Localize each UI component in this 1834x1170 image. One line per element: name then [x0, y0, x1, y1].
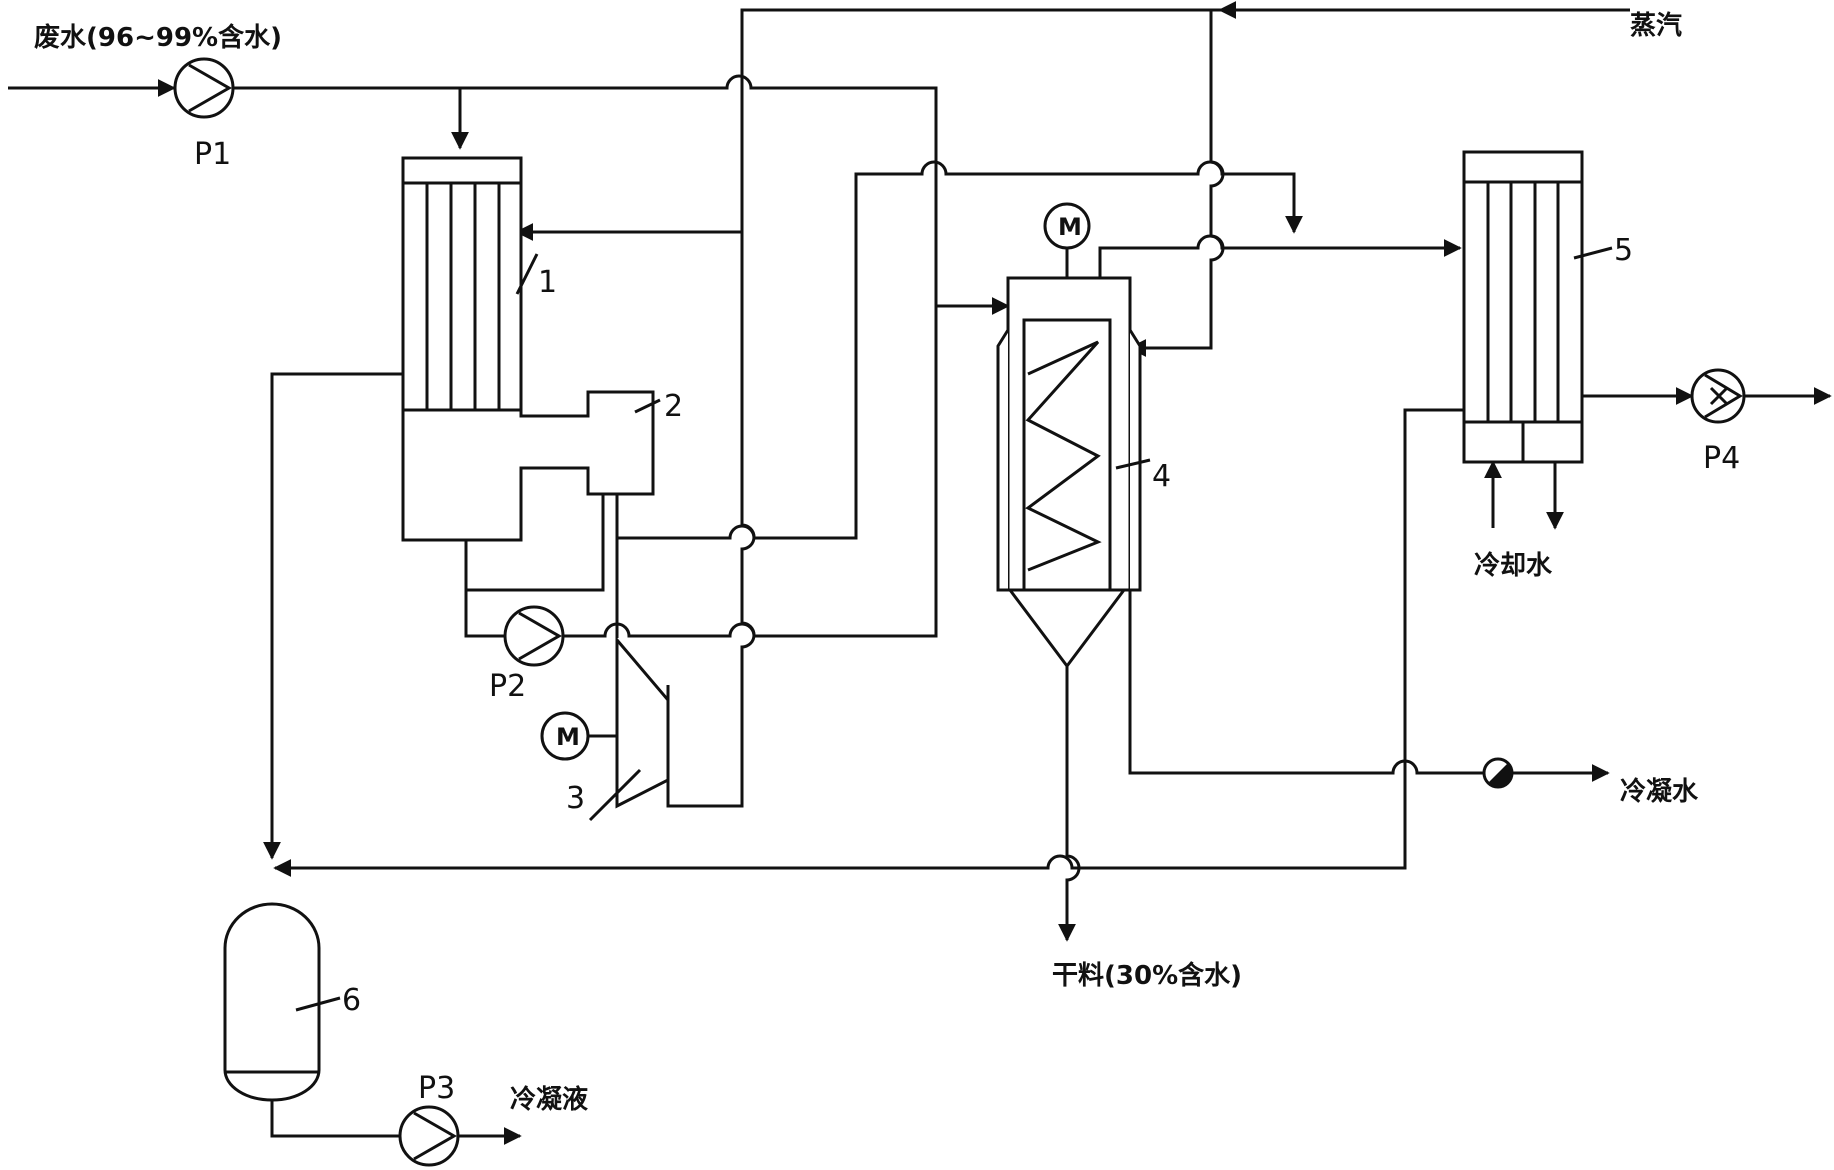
- evaporator-condensate-line: [263, 372, 403, 860]
- separator-bottom-line: [466, 494, 605, 592]
- pump-p2: [503, 605, 565, 667]
- condensate-label: 冷凝液: [510, 1084, 588, 1115]
- compressor-motor-icon: [540, 711, 590, 761]
- condensate-tank-6: [223, 902, 341, 1102]
- equipment-5-label: 5: [1614, 233, 1633, 268]
- equipment-1-label: 1: [538, 265, 557, 300]
- pump-p1: [173, 57, 235, 119]
- steam-to-dryer-line: [1128, 10, 1225, 357]
- steam-down-line: [666, 232, 756, 808]
- steam-trap: [1482, 757, 1514, 789]
- equipment-2-label: 2: [664, 389, 683, 424]
- evaporator-1: [401, 156, 655, 542]
- equipment-4-label: 4: [1152, 459, 1171, 494]
- piping: [8, 1, 1832, 1145]
- pump-p2-icon: [503, 605, 565, 667]
- dry-material-label: 干料(30%含水): [1052, 960, 1242, 991]
- labels: 废水(96~99%含水) 蒸汽 冷却水 冷凝水 干料(30%含水) 冷凝液 P1…: [34, 11, 1740, 1115]
- vapor-line: [617, 160, 1303, 540]
- circulation-suction-line: [464, 540, 505, 638]
- pump-p1-label: P1: [194, 137, 231, 172]
- pump-p2-label: P2: [489, 669, 526, 704]
- steam-label: 蒸汽: [1630, 11, 1682, 41]
- circulation-discharge-line: [563, 306, 938, 638]
- dryer-4: [996, 202, 1151, 669]
- separator-2: [634, 398, 661, 414]
- dryer-vapor-line: [1098, 234, 1462, 278]
- feed-label: 废水(96~99%含水): [34, 22, 282, 53]
- equipment-6-label: 6: [342, 983, 361, 1018]
- condensed-water-label: 冷凝水: [1620, 776, 1699, 807]
- feed-main-line: [234, 74, 1010, 315]
- condensate-drain-line: [270, 1100, 401, 1138]
- dryer-condensate-line: [1128, 590, 1485, 775]
- equipment-3-label: 3: [566, 781, 585, 816]
- pump-p3-icon: [398, 1105, 460, 1167]
- pump-p3-label: P3: [418, 1071, 455, 1106]
- cooling-water-label: 冷却水: [1474, 550, 1553, 581]
- dry-material-line: [1058, 666, 1081, 942]
- condenser-5: [1462, 150, 1613, 464]
- vacuum-pump-p4: [1690, 368, 1746, 424]
- compressor-motor-label: M: [556, 723, 580, 751]
- pump-p3: [398, 1105, 460, 1167]
- pump-p4-label: P4: [1703, 441, 1740, 476]
- pump-p1-icon: [173, 57, 235, 119]
- dryer-motor-label: M: [1058, 213, 1082, 241]
- compressor-3: [540, 635, 670, 822]
- steam-header-line-2: [740, 8, 1222, 232]
- condenser-condensate-line: [273, 408, 1464, 877]
